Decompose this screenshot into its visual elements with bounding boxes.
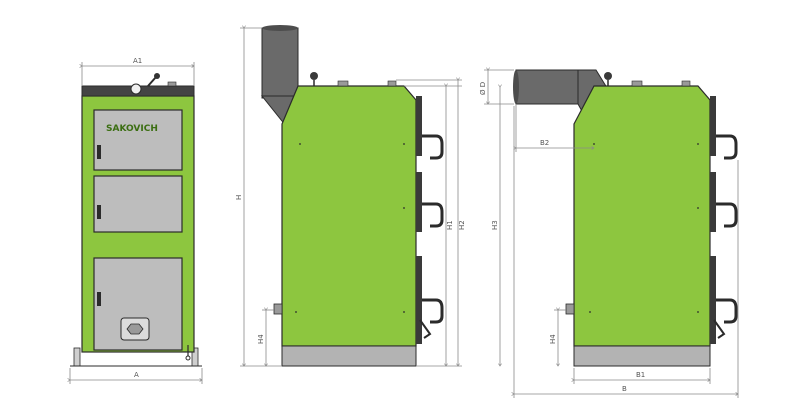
- upper-door-handle: [97, 145, 101, 159]
- dim-label-h4-right: H4: [549, 334, 557, 344]
- dim-label-h1: H1: [446, 220, 454, 230]
- side-body: [281, 85, 417, 347]
- side-door-edge-2: [416, 172, 422, 232]
- side-door-handle-1: [422, 134, 444, 160]
- dim-label-a: A: [134, 371, 139, 379]
- side-damper-chain: [419, 319, 432, 339]
- dim-label-h: H: [235, 195, 243, 200]
- side-door-edge-3: [416, 256, 422, 344]
- side-return-pipe: [273, 303, 283, 315]
- right-door-edge-2: [710, 172, 716, 232]
- dim-label-h3: H3: [491, 220, 499, 230]
- front-top-lever: [147, 76, 157, 87]
- right-return-pipe: [565, 303, 575, 315]
- side-body-right: [573, 85, 711, 347]
- right-door-edge-3: [710, 256, 716, 344]
- brand-logo: SAKOVICH: [106, 124, 158, 134]
- side-top-port-2: [387, 80, 397, 87]
- ash-door-handle: [97, 292, 101, 306]
- side-top-knob: [310, 72, 318, 80]
- right-damper-chain: [713, 319, 726, 339]
- front-view: SAKOVICH A1 A: [70, 57, 202, 384]
- side-view: H H4 H1 H2: [235, 25, 466, 366]
- right-door-handle-3: [716, 298, 738, 324]
- side-top-port-1: [337, 80, 349, 87]
- front-hook-ring: [185, 355, 191, 361]
- middle-door-handle: [97, 205, 101, 219]
- chimney-horizontal: [515, 69, 579, 105]
- thermometer-icon: [130, 83, 142, 95]
- side-base-right: [573, 345, 711, 367]
- right-top-port-1: [631, 80, 643, 87]
- front-top-lever-knob: [154, 73, 160, 79]
- dim-label-a1: A1: [133, 57, 142, 65]
- dim-label-b: B: [622, 385, 627, 393]
- dim-label-h2: H2: [458, 220, 466, 230]
- dim-label-b2: B2: [540, 139, 549, 147]
- side-base: [281, 345, 417, 367]
- dim-label-diameter: Ø D: [479, 82, 487, 95]
- ash-door: [93, 257, 183, 351]
- middle-door: [93, 175, 183, 233]
- dim-label-h4: H4: [257, 334, 265, 344]
- front-top-port: [167, 81, 177, 87]
- right-door-handle-2: [716, 202, 738, 228]
- upper-door: [93, 109, 183, 171]
- right-door-handle-1: [716, 134, 738, 160]
- chimney-top: [262, 25, 298, 31]
- dim-label-b1: B1: [636, 371, 645, 379]
- side-door-handle-3: [422, 298, 444, 324]
- chimney-outlet: [513, 70, 519, 104]
- right-door-edge-1: [710, 96, 716, 156]
- chimney-pipe: [261, 27, 299, 99]
- air-damper-icon: [126, 323, 144, 335]
- right-top-port-2: [681, 80, 691, 87]
- right-top-knob: [604, 72, 612, 80]
- front-left-leg: [73, 347, 81, 367]
- side-door-edge-1: [416, 96, 422, 156]
- side-view-right: Ø D H3 B2 H4 B1 B: [479, 70, 738, 398]
- side-door-handle-2: [422, 202, 444, 228]
